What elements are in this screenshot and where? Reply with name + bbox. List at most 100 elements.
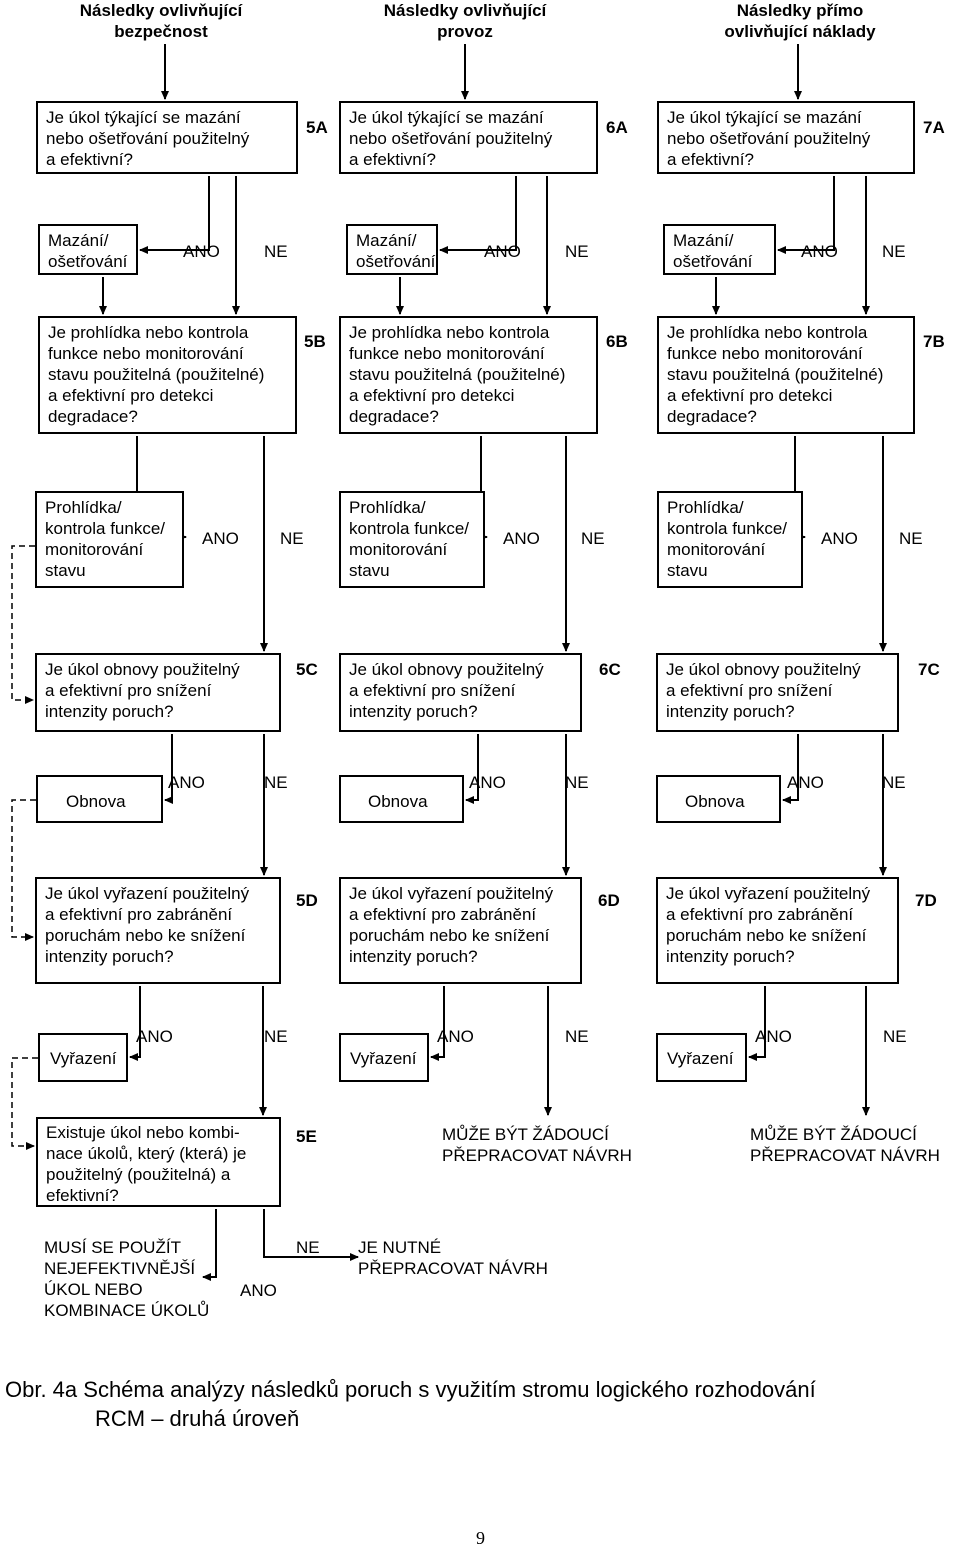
code-5e: 5E xyxy=(296,1127,317,1146)
question-restoration-box-6c: Je úkol obnovy použitelný a efektivní pr… xyxy=(339,653,582,732)
no-label: NE xyxy=(565,773,589,792)
code-7d: 7D xyxy=(915,891,937,910)
no-label: NE xyxy=(899,529,923,548)
code-6a: 6A xyxy=(606,118,628,137)
question-restoration-box-7c: Je úkol obnovy použitelný a efektivní pr… xyxy=(656,653,899,732)
code-6c: 6C xyxy=(599,660,621,679)
yes-label: ANO xyxy=(503,529,540,548)
question-lubrication-box-5a: Je úkol týkající se mazání nebo ošetřová… xyxy=(36,101,298,174)
action-discard-text: Vyřazení xyxy=(350,1049,417,1068)
yes-connector xyxy=(465,734,479,804)
action-lubrication-text: Mazání/ ošetřování xyxy=(356,231,436,271)
action-restoration-text: Obnova xyxy=(685,792,745,811)
figure-caption-line1: Obr. 4a Schéma analýzy následků poruch s… xyxy=(5,1377,816,1402)
no-label: NE xyxy=(883,1027,907,1046)
question-inspection-box-6b: Je prohlídka nebo kontrola funkce nebo m… xyxy=(339,316,598,434)
action-restoration-text: Obnova xyxy=(66,792,126,811)
question-combination-text: Existuje úkol nebo kombi- nace úkolů, kt… xyxy=(46,1123,247,1205)
dashed-connector xyxy=(11,545,35,704)
question-inspection-text: Je prohlídka nebo kontrola funkce nebo m… xyxy=(667,323,884,426)
header-economic-consequences: Následky přímo ovlivňující náklady xyxy=(724,1,876,41)
no-label: NE xyxy=(264,773,288,792)
code-7a: 7A xyxy=(923,118,945,137)
question-restoration-text: Je úkol obnovy použitelný a efektivní pr… xyxy=(666,660,861,721)
action-inspection-box-6: Prohlídka/ kontrola funkce/ monitorování… xyxy=(339,491,485,588)
figure-caption-line2: RCM – druhá úroveň xyxy=(95,1406,300,1431)
dashed-connector xyxy=(11,799,36,941)
no-label: NE xyxy=(264,1027,288,1046)
code-7c: 7C xyxy=(918,660,940,679)
question-inspection-text: Je prohlídka nebo kontrola funkce nebo m… xyxy=(349,323,566,426)
action-lubrication-box-7: Mazání/ ošetřování xyxy=(663,224,776,275)
code-6b: 6B xyxy=(606,332,628,351)
yes-connector xyxy=(202,1209,217,1281)
question-lubrication-text: Je úkol týkající se mazání nebo ošetřová… xyxy=(46,108,250,169)
question-inspection-text: Je prohlídka nebo kontrola funkce nebo m… xyxy=(48,323,265,426)
action-inspection-text: Prohlídka/ kontrola funkce/ monitorování… xyxy=(667,498,788,580)
action-restoration-box-5: Obnova xyxy=(36,775,163,823)
action-restoration-box-7: Obnova xyxy=(656,775,781,823)
question-inspection-box-5b: Je prohlídka nebo kontrola funkce nebo m… xyxy=(38,316,297,434)
no-label: NE xyxy=(264,242,288,261)
action-inspection-box-5: Prohlídka/ kontrola funkce/ monitorování… xyxy=(35,491,184,588)
yes-label: ANO xyxy=(755,1027,792,1046)
must-less-effective-text: MUSÍ SE POUŽÍT NEJEFEKTIVNĚJŠÍ ÚKOL NEBO… xyxy=(44,1238,210,1320)
yes-connector xyxy=(782,734,799,804)
yes-label: ANO xyxy=(168,773,205,792)
action-lubrication-box-5: Mazání/ ošetřování xyxy=(38,224,138,275)
action-restoration-text: Obnova xyxy=(368,792,428,811)
code-5d: 5D xyxy=(296,891,318,910)
question-discard-box-6d: Je úkol vyřazení použitelný a efektivní … xyxy=(339,877,582,984)
yes-label: ANO xyxy=(136,1027,173,1046)
yes-connector xyxy=(439,176,517,254)
header-operational-consequences: Následky ovlivňující provoz xyxy=(383,1,547,41)
yes-label: ANO xyxy=(183,242,220,261)
no-connector xyxy=(263,1209,359,1261)
yes-label: ANO xyxy=(437,1027,474,1046)
redesign-required-text: JE NUTNÉ PŘEPRACOVAT NÁVRH xyxy=(358,1238,548,1278)
no-label: NE xyxy=(565,242,589,261)
no-label: NE xyxy=(280,529,304,548)
yes-connector xyxy=(139,176,210,254)
yes-label: ANO xyxy=(801,242,838,261)
page-number: 9 xyxy=(476,1528,485,1548)
action-discard-box-7: Vyřazení xyxy=(656,1033,747,1082)
yes-connector xyxy=(777,176,835,254)
code-6d: 6D xyxy=(598,891,620,910)
question-lubrication-box-7a: Je úkol týkající se mazání nebo ošetřová… xyxy=(657,101,915,174)
yes-label: ANO xyxy=(240,1281,277,1300)
question-discard-text: Je úkol vyřazení použitelný a efektivní … xyxy=(666,884,871,966)
yes-connector xyxy=(129,986,141,1061)
yes-label: ANO xyxy=(484,242,521,261)
no-label: NE xyxy=(581,529,605,548)
dashed-connector xyxy=(11,1057,38,1150)
redesign-may-text: MŮŽE BÝT ŽÁDOUCÍ PŘEPRACOVAT NÁVRH xyxy=(750,1125,940,1165)
question-lubrication-text: Je úkol týkající se mazání nebo ošetřová… xyxy=(349,108,553,169)
question-discard-text: Je úkol vyřazení použitelný a efektivní … xyxy=(349,884,554,966)
action-lubrication-text: Mazání/ ošetřování xyxy=(48,231,128,271)
action-discard-box-5: Vyřazení xyxy=(38,1033,128,1082)
question-combination-box-5e: Existuje úkol nebo kombi- nace úkolů, kt… xyxy=(36,1117,281,1207)
yes-connector xyxy=(164,734,173,804)
question-restoration-text: Je úkol obnovy použitelný a efektivní pr… xyxy=(45,660,240,721)
question-lubrication-text: Je úkol týkající se mazání nebo ošetřová… xyxy=(667,108,871,169)
code-7b: 7B xyxy=(923,332,945,351)
yes-label: ANO xyxy=(787,773,824,792)
question-discard-box-7d: Je úkol vyřazení použitelný a efektivní … xyxy=(656,877,899,984)
question-restoration-box-5c: Je úkol obnovy použitelný a efektivní pr… xyxy=(35,653,281,732)
no-label: NE xyxy=(882,242,906,261)
no-label: NE xyxy=(882,773,906,792)
action-inspection-text: Prohlídka/ kontrola funkce/ monitorování… xyxy=(349,498,470,580)
yes-label: ANO xyxy=(469,773,506,792)
yes-connector xyxy=(748,986,766,1061)
action-discard-text: Vyřazení xyxy=(667,1049,734,1068)
yes-label: ANO xyxy=(202,529,239,548)
action-discard-box-6: Vyřazení xyxy=(339,1033,429,1082)
question-restoration-text: Je úkol obnovy použitelný a efektivní pr… xyxy=(349,660,544,721)
action-lubrication-box-6: Mazání/ ošetřování xyxy=(346,224,438,275)
no-label: NE xyxy=(296,1238,320,1257)
action-inspection-box-7: Prohlídka/ kontrola funkce/ monitorování… xyxy=(657,491,803,588)
question-lubrication-box-6a: Je úkol týkající se mazání nebo ošetřová… xyxy=(339,101,598,174)
code-5b: 5B xyxy=(304,332,326,351)
yes-label: ANO xyxy=(821,529,858,548)
